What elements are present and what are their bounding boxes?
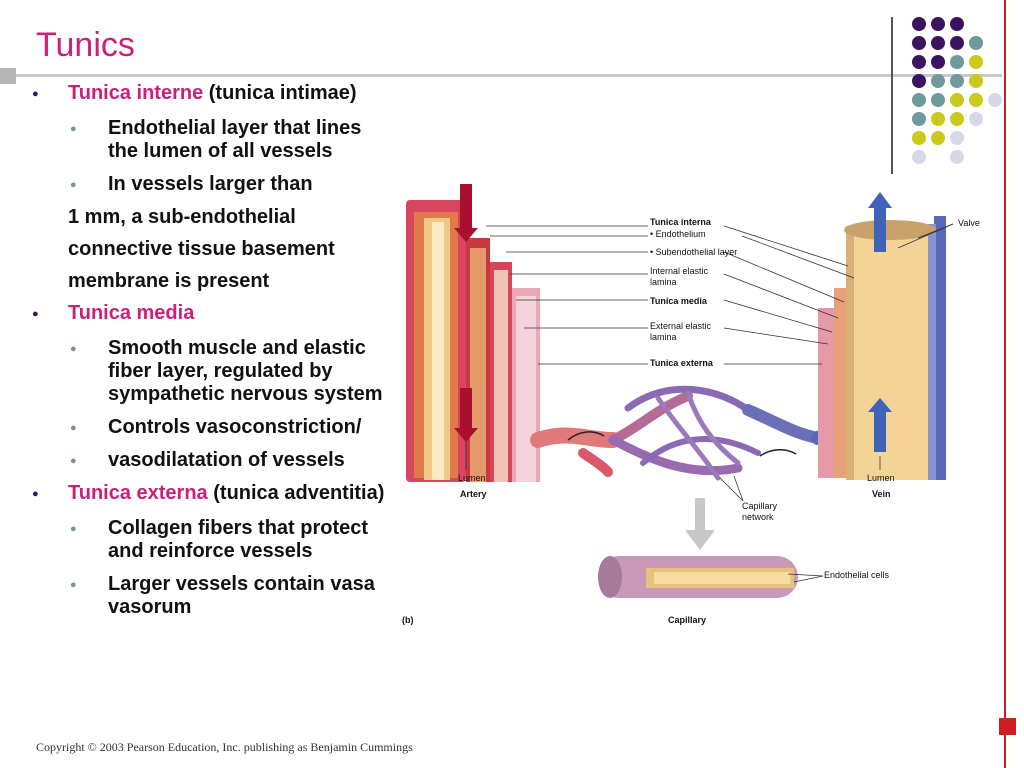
label-subendothelial: • Subendothelial layer (650, 247, 737, 257)
label-internal-elastic: Internal elastic (650, 266, 709, 276)
bullet-term: Tunica interne (68, 82, 204, 104)
vein-illustration (818, 192, 946, 480)
sub-bullet: vasodilatation of vessels (30, 449, 392, 473)
copyright-footer: Copyright © 2003 Pearson Education, Inc.… (36, 740, 413, 754)
sub-bullet: Larger vessels contain vasa vasorum (30, 573, 392, 619)
decor-dot (912, 131, 926, 145)
blood-vessel-diagram: Tunica interna • Endothelium • Subendoth… (402, 184, 980, 625)
title-rule-stub (0, 68, 16, 84)
decor-dot (912, 112, 926, 126)
label-external-elastic-lamina: lamina (650, 332, 677, 342)
decor-dot (931, 93, 945, 107)
decor-dot (969, 55, 983, 69)
decor-dot (931, 36, 945, 50)
decor-dot (950, 112, 964, 126)
label-tunica-media: Tunica media (650, 296, 708, 306)
label-capillary-network: Capillary (742, 501, 778, 511)
slide-title: Tunics (36, 26, 135, 64)
label-vein-lumen: Lumen (867, 473, 895, 483)
label-endothelium: • Endothelium (650, 229, 706, 239)
decor-dot (912, 93, 926, 107)
decor-dot (969, 112, 983, 126)
label-valve: Valve (958, 218, 980, 228)
decor-dot (931, 17, 945, 31)
decor-dot (912, 55, 926, 69)
capillary-tube-illustration (598, 498, 798, 598)
bullet-tunica-externa: Tunica externa (tunica adventitia) (30, 482, 392, 506)
sub-bullet: In vessels larger than (30, 173, 392, 197)
bullet-term: Tunica media (68, 302, 195, 324)
decor-dot (969, 74, 983, 88)
decor-dot (988, 93, 1002, 107)
decor-dot (912, 17, 926, 31)
continuation-line: connective tissue basement (68, 238, 335, 260)
continuation-line: membrane is present (68, 270, 270, 292)
decor-dot (912, 74, 926, 88)
decor-vertical-rule (891, 17, 893, 174)
decor-dot (931, 131, 945, 145)
bullet-term: Tunica externa (68, 482, 208, 504)
decor-dot (950, 55, 964, 69)
decor-dot (950, 150, 964, 164)
decor-dot (950, 17, 964, 31)
decor-dot (950, 74, 964, 88)
label-panel-b: (b) (402, 615, 414, 625)
decor-dot (912, 150, 926, 164)
label-artery: Artery (460, 489, 487, 499)
bullet-tunica-interne: Tunica interne (tunica intimae) (30, 82, 392, 106)
decor-dot (950, 36, 964, 50)
decor-dot (931, 55, 945, 69)
label-vein: Vein (872, 489, 891, 499)
bullet-text: (tunica adventitia) (207, 482, 385, 504)
sub-bullet: Collagen fibers that protect and reinfor… (30, 517, 392, 563)
title-rule (0, 74, 1002, 77)
decor-dot (912, 36, 926, 50)
sub-bullet: Endothelial layer that lines the lumen o… (30, 117, 392, 163)
decor-red-rule (1004, 0, 1006, 768)
label-tunica-externa: Tunica externa (650, 358, 714, 368)
decor-dot (950, 93, 964, 107)
sub-bullet: Controls vasoconstriction/ (30, 416, 392, 440)
decor-dot (931, 112, 945, 126)
artery-illustration (406, 184, 540, 482)
label-internal-elastic-lamina: lamina (650, 277, 677, 287)
bullet-text: (tunica intimae) (203, 82, 357, 104)
decor-dot (931, 74, 945, 88)
label-artery-lumen: Lumen (458, 473, 486, 483)
decor-red-square (999, 718, 1016, 735)
decor-dot (950, 131, 964, 145)
bullet-tunica-media: Tunica media (30, 302, 392, 326)
bullet-list: Tunica interne (tunica intimae) Endothel… (30, 82, 392, 629)
label-tunica-interna: Tunica interna (650, 217, 712, 227)
label-capillary-network-2: network (742, 512, 774, 522)
continuation-line: 1 mm, a sub-endothelial (68, 206, 296, 228)
sub-bullet: Smooth muscle and elastic fiber layer, r… (30, 337, 392, 406)
label-endothelial-cells: Endothelial cells (824, 570, 890, 580)
decor-dot (969, 36, 983, 50)
label-capillary: Capillary (668, 615, 706, 625)
leader-lines (465, 223, 954, 583)
flow-arrow-in (567, 431, 605, 441)
decor-dot (969, 93, 983, 107)
flow-arrow-out (759, 449, 797, 457)
label-external-elastic: External elastic (650, 321, 712, 331)
